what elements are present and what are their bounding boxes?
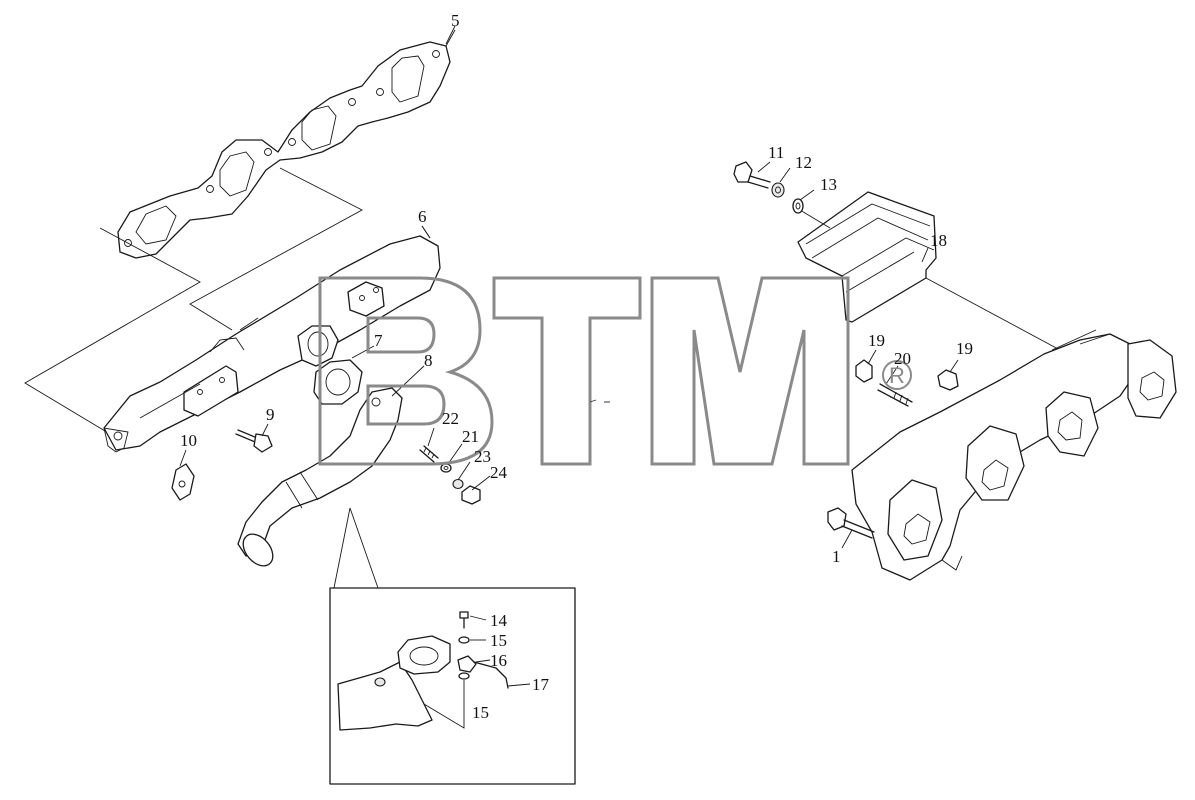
right-exhaust-manifold (851, 329, 1177, 581)
nut-19-right (937, 369, 959, 391)
assembly-line-shield (799, 209, 831, 229)
part-label-8: 8 (424, 351, 433, 370)
part-label-5: 5 (451, 11, 460, 30)
nut-19-left (855, 359, 873, 383)
watermark-registered-mark: R (889, 363, 905, 388)
part-label-1: 1 (832, 547, 841, 566)
nut-24 (461, 485, 481, 505)
btm-watermark: R (318, 276, 912, 466)
detail-inset (329, 507, 576, 785)
part-label-15-lower: 15 (472, 703, 489, 722)
assembly-line-shield-manifold (925, 277, 1061, 351)
nut-23 (452, 478, 464, 490)
part-label-10: 10 (180, 431, 197, 450)
part-label-20: 20 (894, 349, 911, 368)
part-label-21: 21 (462, 427, 479, 446)
exhaust-elbow-pipe (237, 387, 403, 567)
washer-13 (792, 198, 804, 214)
part-label-17: 17 (532, 675, 550, 694)
part-label-12: 12 (795, 153, 812, 172)
washer-21 (440, 463, 452, 473)
stud-22 (419, 445, 439, 463)
flange-gasket (313, 359, 363, 405)
stud-20 (877, 383, 913, 407)
part-label-15-upper: 15 (490, 631, 507, 650)
part-label-18: 18 (930, 231, 947, 250)
bolt-11 (733, 161, 771, 189)
heat-shield (797, 191, 937, 323)
part-label-13: 13 (820, 175, 837, 194)
bolt-9 (235, 429, 273, 453)
part-label-22: 22 (442, 409, 459, 428)
part-label-24: 24 (490, 463, 508, 482)
manifold-gasket (117, 41, 451, 259)
part-label-16: 16 (490, 651, 507, 670)
part-label-23: 23 (474, 447, 491, 466)
part-label-7: 7 (374, 331, 383, 350)
clamp-10 (171, 463, 195, 501)
part-number-labels: 5 6 7 8 9 10 11 12 13 14 15 15 16 17 18 … (180, 11, 973, 722)
part-label-6: 6 (418, 207, 427, 226)
leader-lines (179, 29, 959, 687)
lock-washer-12 (771, 182, 785, 198)
part-label-19-left: 19 (868, 331, 885, 350)
part-label-9: 9 (266, 405, 275, 424)
part-label-19-right: 19 (956, 339, 973, 358)
part-label-14: 14 (490, 611, 508, 630)
bolt-1 (827, 507, 875, 539)
part-label-11: 11 (768, 143, 784, 162)
